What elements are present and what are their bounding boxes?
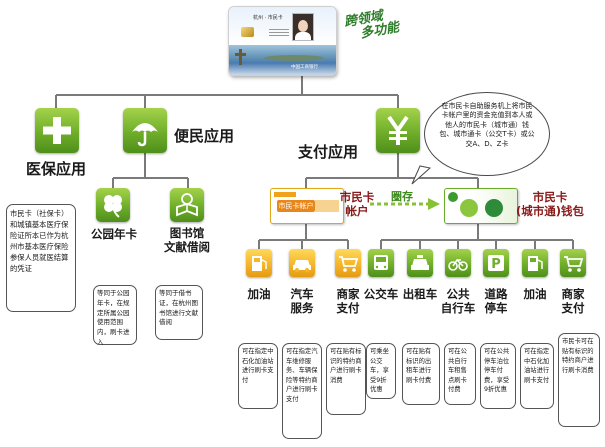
wallet-title: 市民卡 (城市通)钱包: [515, 190, 584, 218]
wallet-service-note: 可在公共自行车租售点刷卡付费: [444, 343, 476, 405]
citizen-card-image: 杭州 · 市民卡 中国工商银行: [228, 6, 337, 76]
account-service-label: 加油: [247, 287, 271, 301]
fuel-pump-icon: [522, 249, 548, 277]
wallet-service-note: 市民卡可在贴有标识的特约商户进行刷卡消费: [558, 333, 600, 427]
transfer-label: 圈存: [391, 190, 413, 203]
wallet-service-label: 道路 停车: [484, 287, 508, 315]
bus-icon: [368, 249, 394, 277]
card-title: 杭州 · 市民卡: [253, 15, 283, 21]
shopping-cart-icon: [335, 249, 361, 277]
wallet-service-note: 可在贴有标识的出租车进行刷卡付费: [402, 343, 440, 405]
reader-icon: [170, 188, 204, 222]
wallet-service-label: 出租车: [402, 287, 438, 301]
transfer-arrow: [370, 198, 440, 210]
card-text-lines: [269, 27, 289, 39]
wallet-service-note: 可乘坐公交车，享受9折优惠: [366, 343, 396, 399]
umbrella-icon: [123, 108, 167, 153]
library-note: 等同于借书证，在杭州图书馆进行文献借阅: [155, 285, 203, 340]
wallet-service-label: 加油: [523, 287, 547, 301]
medical-title: 医保应用: [25, 160, 86, 178]
wallet-service-note: 可在公共停车泊位停车付费，享受9折优惠: [480, 343, 516, 409]
account-service-label: 商家 支付: [336, 287, 360, 315]
account-card-label: 市民卡帐户: [277, 200, 315, 212]
wallet-logo-icon: [485, 199, 503, 217]
card-photo: [292, 13, 314, 41]
wallet-service-note: 可在指定中石化加油站进行刷卡支付: [520, 343, 554, 409]
account-service-note: 可在指定汽车维修服务、车辆保险等特约商户进行刷卡支付: [282, 343, 322, 439]
account-service-label: 汽车 服务: [290, 287, 314, 315]
payment-title: 支付应用: [297, 143, 358, 161]
transfer-bubble: 在市民卡自助服务机上将市民卡帐户里的资金充值到本人或他人的市民卡（城市通）钱包、…: [424, 92, 550, 176]
wallet-service-label: 商家 支付: [561, 287, 585, 315]
account-card-image: 市民卡帐户: [270, 188, 344, 224]
wallet-card-image: [444, 188, 518, 224]
account-title: 市民卡 帐户: [339, 190, 375, 218]
wallet-service-label: 公共 自行车: [440, 287, 476, 315]
fuel-pump-icon: [246, 249, 272, 277]
yen-icon: [376, 108, 420, 153]
park-title: 公园年卡: [91, 227, 137, 241]
card-chip-icon: [241, 27, 254, 37]
account-service-note: 可在指定中石化加油站进行刷卡支付: [238, 343, 278, 409]
transfer-bubble-text: 在市民卡自助服务机上将市民卡帐户里的资金充值到本人或他人的市民卡（城市通）钱包、…: [439, 102, 535, 148]
car-service-icon: [289, 249, 315, 277]
clover-icon: [96, 188, 130, 222]
wallet-swipe-icon: [448, 192, 458, 202]
card-bank-name: 中国工商银行: [291, 65, 318, 70]
parking-icon: P: [483, 249, 509, 277]
bicycle-icon: [445, 249, 471, 277]
card-landscape: [229, 45, 336, 75]
park-note: 等同于公园年卡，在规定所属公园使用范围内，刷卡进入: [93, 285, 137, 346]
medical-plus-icon: [35, 108, 79, 153]
medical-note: 市民卡（社保卡）和城镇基本医疗保险证所本已作为杭州市基本医疗保险参保人员就医结算…: [6, 204, 76, 312]
account-service-note: 可在贴有标识的特约商户进行刷卡消费: [326, 343, 366, 415]
taxi-icon: [407, 249, 433, 277]
library-title: 图书馆 文献借阅: [164, 226, 210, 254]
svg-text:P: P: [491, 257, 501, 272]
convenience-title: 便民应用: [174, 127, 235, 145]
wallet-service-label: 公交车: [363, 287, 399, 301]
shopping-cart-icon: [560, 249, 586, 277]
